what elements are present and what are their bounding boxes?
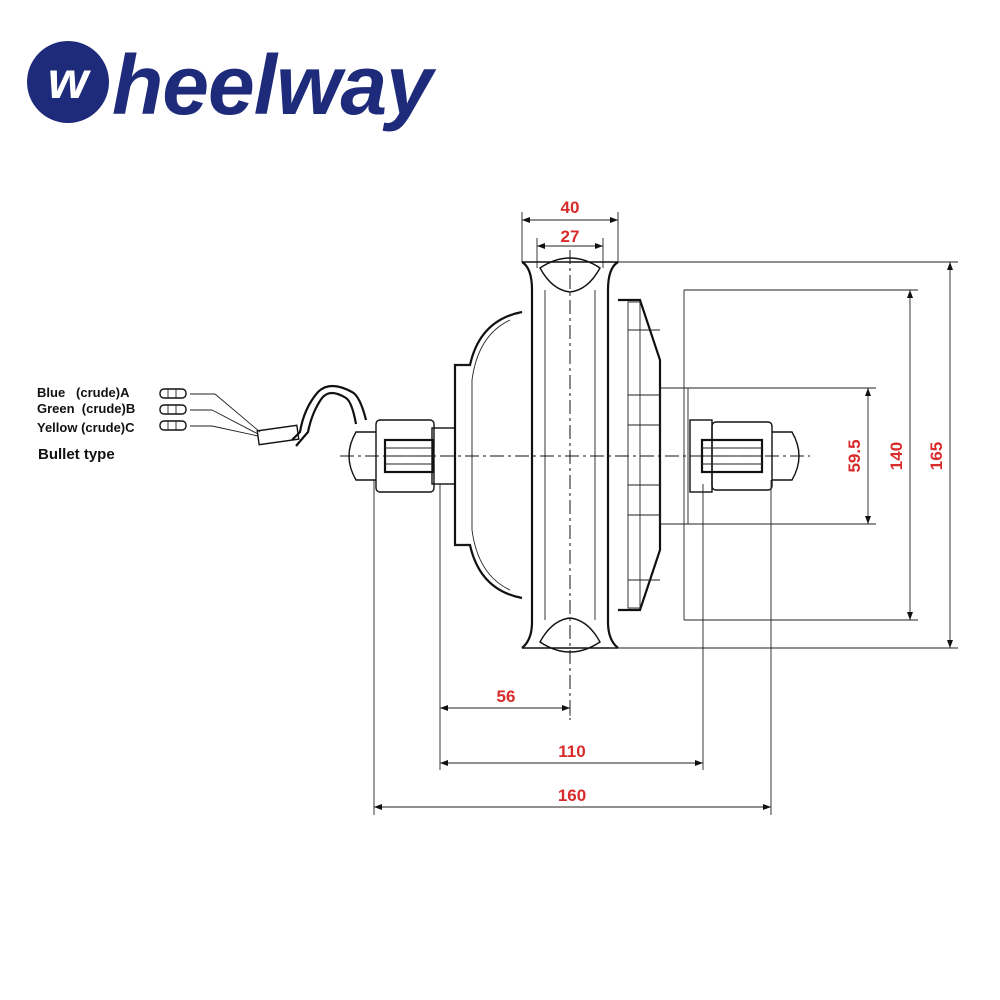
dim-rim-width: 27 xyxy=(561,227,580,246)
tire-groove-bottom xyxy=(539,617,601,653)
bullet-connector-icon xyxy=(159,388,187,431)
connector-type-label: Bullet type xyxy=(38,446,115,463)
dim-axle-length: 160 xyxy=(558,786,586,805)
dim-bearing-diameter: 59.5 xyxy=(845,439,864,472)
logo-mark-icon: w xyxy=(27,41,109,123)
dim-center-to-flange: 56 xyxy=(497,687,516,706)
brand-name: heelway xyxy=(112,38,433,132)
dimension-lines xyxy=(373,212,958,815)
rim-left-flange xyxy=(521,261,534,649)
dim-outer-diameter: 165 xyxy=(927,442,946,470)
motor-body xyxy=(340,250,810,720)
left-housing xyxy=(453,310,523,600)
dim-stator-diameter: 140 xyxy=(887,442,906,470)
tire-groove-top xyxy=(539,257,601,293)
dim-hub-width: 40 xyxy=(561,198,580,217)
wire-label-blue: Blue (crude)A xyxy=(37,385,130,400)
rim-right-flange xyxy=(606,261,619,649)
right-housing xyxy=(618,298,662,612)
dim-dropout-spacing: 110 xyxy=(558,742,585,761)
motor-cable xyxy=(159,384,368,447)
wire-label-green: Green (crude)B xyxy=(37,401,135,416)
wire-label-yellow: Yellow (crude)C xyxy=(37,420,135,435)
logo-mark-letter: w xyxy=(48,52,92,110)
cable-sleeve xyxy=(256,424,300,446)
